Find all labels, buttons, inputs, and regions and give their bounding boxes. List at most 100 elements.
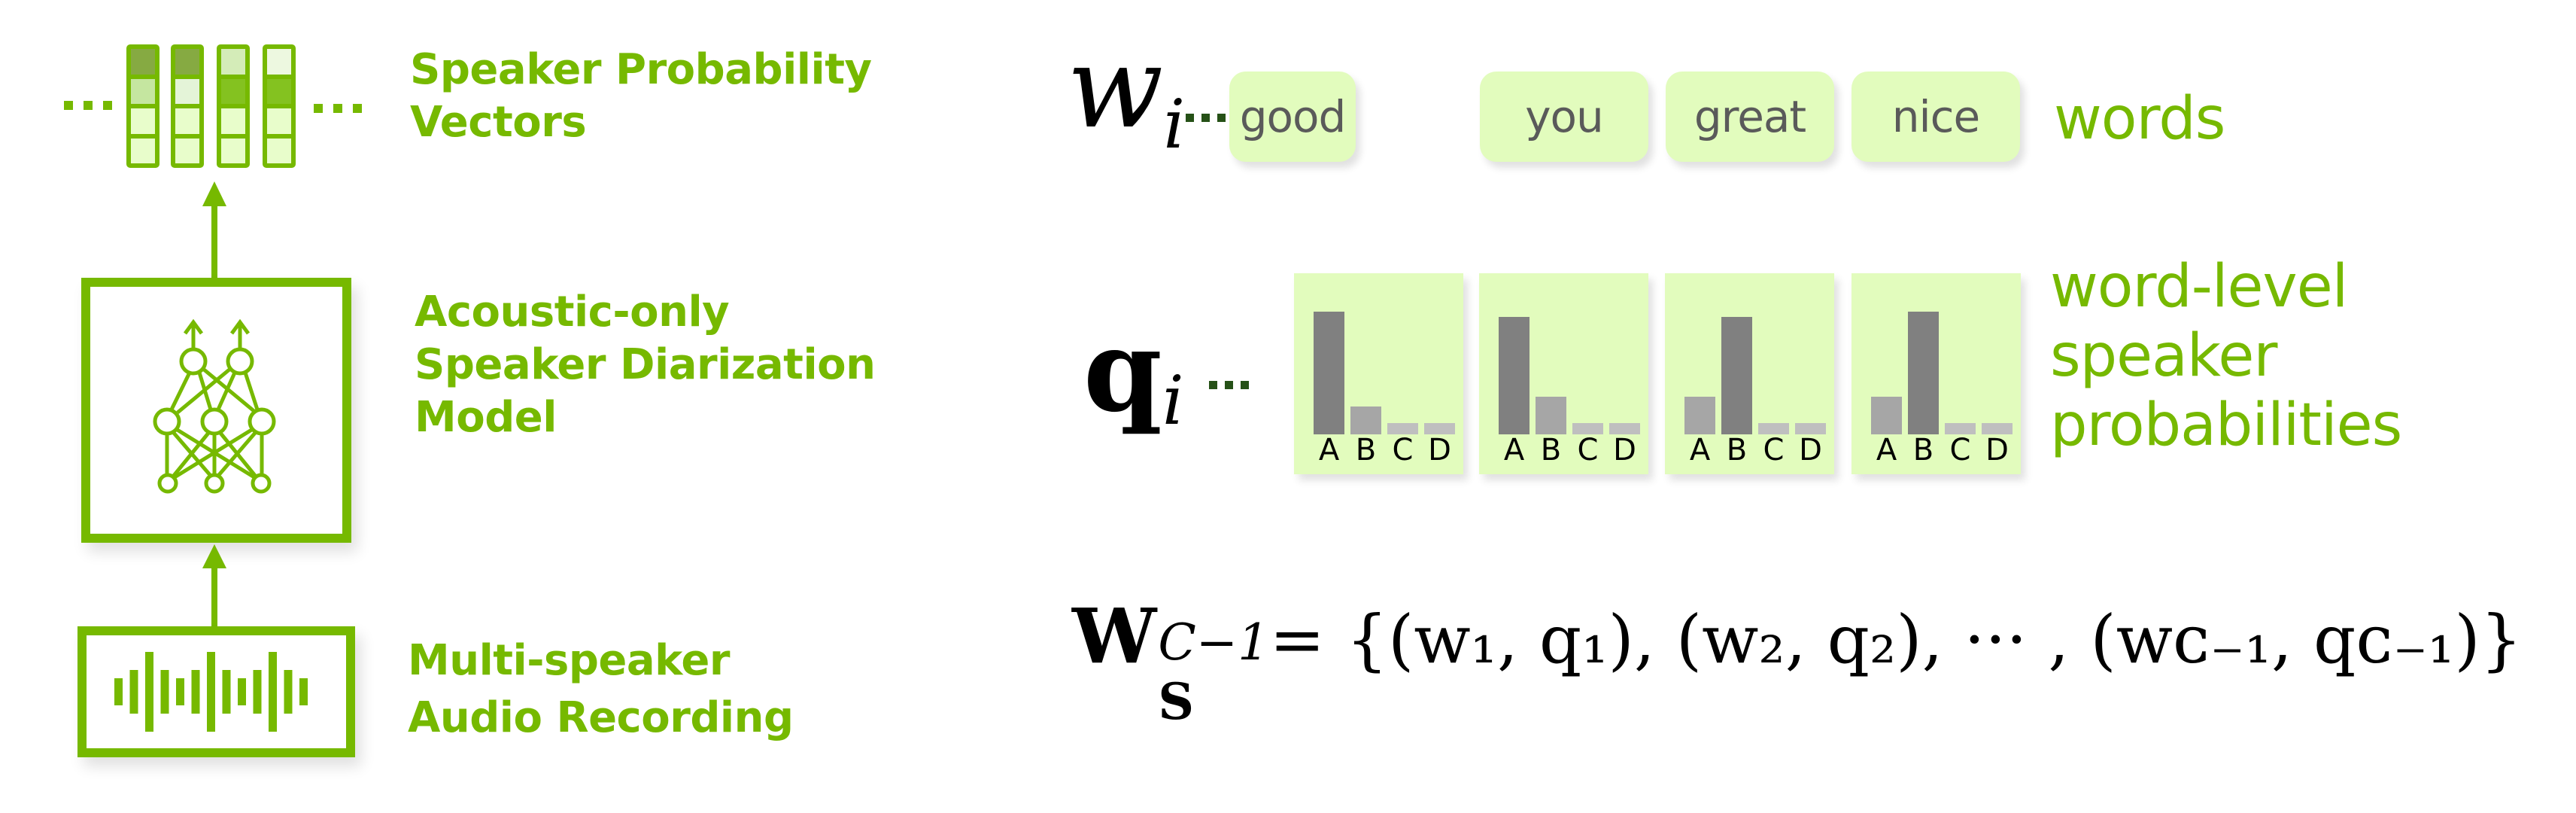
speaker-label: B [1355, 433, 1377, 467]
model-label-line1: Acoustic-only [415, 288, 730, 336]
probability-vector [217, 44, 250, 168]
probs-label-line3: probabilities [2050, 391, 2402, 459]
speaker-label: C [1763, 433, 1785, 467]
probability-vector [171, 44, 204, 168]
word-token: good [1229, 72, 1356, 162]
speaker-label: C [1577, 433, 1599, 467]
probability-bar [1721, 317, 1752, 434]
speaker-label: A [1689, 433, 1711, 467]
audio-label-line1: Multi-speaker [408, 636, 731, 685]
probability-bar [1572, 423, 1603, 434]
diarization-model-box [81, 278, 351, 543]
probs-label-line1: word-level [2050, 253, 2348, 321]
speaker-label: A [1503, 433, 1525, 467]
probability-bar [1536, 397, 1566, 434]
model-label-line2: Speaker Diarization [415, 340, 876, 389]
speaker-label: A [1876, 433, 1897, 467]
probability-bar [1499, 317, 1530, 434]
formula-subscript: S [1158, 672, 1194, 731]
arrow-up-icon [202, 544, 226, 627]
speaker-label: C [1949, 433, 1971, 467]
word-text: you [1525, 91, 1604, 142]
probability-bar [1982, 423, 2012, 434]
formula-superscript: C−1 [1158, 614, 1270, 671]
ellipsis-words [1186, 114, 1226, 122]
probability-bar [1424, 423, 1455, 434]
word-text: nice [1891, 91, 1980, 142]
vector-cell [131, 78, 155, 104]
probability-bar [1945, 423, 1976, 434]
speaker-label: A [1318, 433, 1340, 467]
i-subscript: i [1163, 85, 1186, 164]
formula-rhs: = {(w₁, q₁), (w₂, q₂), ··· , (wᴄ₋₁, qᴄ₋₁… [1269, 601, 2523, 678]
vector-cell [267, 49, 291, 75]
speaker-label: D [1799, 433, 1822, 467]
speaker-label: D [1613, 433, 1636, 467]
vectors-label-line1: Speaker Probability [410, 45, 872, 94]
ellipsis-right [314, 104, 362, 113]
audio-label-line2: Audio Recording [408, 693, 794, 742]
audio-waveform-icon [114, 652, 308, 732]
probability-bar [1684, 397, 1715, 434]
probability-vector [263, 44, 296, 168]
vector-cell [267, 108, 291, 134]
vector-cell [175, 49, 199, 75]
probability-bar [1871, 397, 1902, 434]
model-label-line3: Model [415, 393, 557, 442]
ellipsis-probs [1209, 381, 1249, 389]
model-label: Acoustic-only Speaker Diarization Model [415, 286, 876, 444]
words-label: words [2054, 85, 2225, 153]
vectors-label: Speaker Probability Vectors [410, 44, 872, 149]
vector-cell [131, 108, 155, 134]
probability-vector [126, 44, 159, 168]
probability-bar [1314, 312, 1344, 434]
probability-bar [1609, 423, 1640, 434]
probability-bar [1350, 406, 1381, 434]
probability-bar [1387, 423, 1418, 434]
audio-recording-box [77, 626, 355, 757]
arrow-up-icon [202, 181, 226, 280]
formula-lhs: W C−1 S [1072, 580, 1270, 731]
vector-cell [267, 78, 291, 104]
word-symbol: wi [1067, 32, 1185, 164]
vector-cell [221, 49, 245, 75]
vector-cell [175, 78, 199, 104]
formula: W C−1 S = {(w₁, q₁), (w₂, q₂), ··· , (wᴄ… [1072, 580, 2523, 731]
vectors-label-line2: Vectors [410, 98, 587, 147]
prob-symbol: qi [1083, 315, 1184, 444]
neural-network-icon [153, 318, 276, 494]
speaker-label: B [1912, 433, 1934, 467]
w-symbol: w [1067, 23, 1164, 154]
vector-cell [175, 108, 199, 134]
probability-bar [1908, 312, 1939, 434]
word-token: nice [1852, 72, 2020, 162]
speaker-label: D [1985, 433, 2009, 467]
word-text: good [1239, 91, 1347, 142]
vector-cell [131, 138, 155, 163]
audio-label: Multi-speaker Audio Recording [408, 632, 794, 747]
vector-cell [267, 138, 291, 163]
speaker-label: D [1428, 433, 1451, 467]
probs-label-line2: speaker [2050, 322, 2277, 390]
word-token: you [1480, 72, 1648, 162]
vector-cell [221, 108, 245, 134]
probs-label: word-level speaker probabilities [2050, 252, 2402, 460]
ellipsis-left [64, 101, 112, 110]
i-subscript: i [1162, 361, 1184, 440]
probability-bar [1758, 423, 1789, 434]
word-token: great [1666, 72, 1834, 162]
speaker-label: C [1392, 433, 1414, 467]
vector-cell [221, 78, 245, 104]
vector-cell [131, 49, 155, 75]
speaker-label: B [1726, 433, 1748, 467]
formula-W: W [1072, 592, 1157, 681]
word-text: great [1694, 91, 1806, 142]
vector-cell [221, 138, 245, 163]
speaker-label: B [1540, 433, 1562, 467]
vector-cell [175, 138, 199, 163]
q-symbol: q [1083, 305, 1162, 437]
